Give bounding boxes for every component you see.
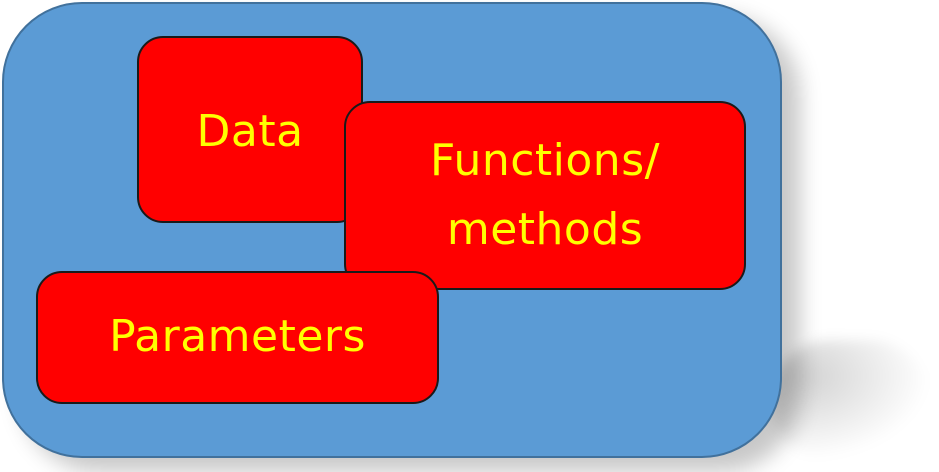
functions-label-line1: Functions/ [430, 135, 660, 187]
data-box: Data [137, 36, 363, 223]
parameters-box: Parameters [36, 271, 439, 404]
data-label: Data [196, 106, 304, 157]
functions-methods-box: Functions/ methods [344, 101, 746, 290]
parameters-label: Parameters [109, 311, 366, 363]
container-shadow [770, 340, 930, 460]
functions-label-line2: methods [446, 203, 644, 255]
functions-methods-label: Functions/ methods [430, 127, 660, 263]
